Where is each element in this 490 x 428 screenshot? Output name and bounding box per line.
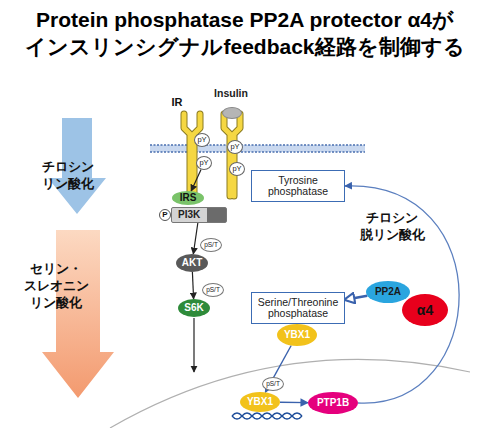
node-text: P (162, 211, 167, 219)
nuclear-membrane (110, 359, 470, 428)
diagram-title: Protein phosphatase PP2A protector α4が イ… (0, 6, 490, 60)
membrane-edge (150, 144, 365, 146)
signal-arrow (345, 186, 459, 403)
phospho-tyrosine: pY (227, 140, 243, 154)
phospho-ser-thr: pS/T (262, 377, 284, 391)
process-label: チロシン 脱リン酸化 (356, 210, 428, 243)
node-text: pS/T (206, 287, 220, 294)
dna-helix (232, 413, 302, 419)
phospho-tyrosine: pY (229, 162, 245, 176)
node-text: S6K (184, 303, 203, 314)
node-text: PTP1B (317, 398, 349, 409)
protein-oval: PTP1B (308, 392, 358, 414)
node-text: pY (230, 143, 239, 151)
kinase-box: PI3K (171, 207, 227, 223)
protein-oval: PP2A (366, 281, 410, 303)
protein-oval: YBX1 (240, 392, 280, 412)
node-text: α4 (417, 303, 433, 318)
phospho-tyrosine: pY (194, 133, 210, 147)
insulin-ligand: Insulin (208, 88, 254, 122)
protein-oval: AKT (176, 254, 208, 272)
signal-arrow (193, 223, 198, 254)
process-label: セリン・ スレオニン リン酸化 (16, 260, 96, 311)
node-text: PP2A (375, 287, 401, 298)
phosphatase-box: Serine/Threonine phosphatase (251, 292, 345, 324)
signal-arrow (191, 169, 201, 191)
node-text: pS/T (204, 242, 218, 249)
insulin-receptor (184, 114, 240, 196)
node-text: YBX1 (284, 330, 310, 341)
signal-arrow (280, 402, 308, 404)
node-text: Tyrosine phosphatase (254, 175, 342, 197)
node-text: pY (232, 165, 241, 173)
node-text: AKT (182, 258, 203, 269)
protein-oval: S6K (178, 299, 210, 317)
membrane (150, 145, 365, 152)
signal-arrow (192, 272, 193, 299)
phosphatase-box: Tyrosine phosphatase (251, 170, 345, 202)
phospho-ser-thr: pS/T (200, 238, 222, 252)
node-text: pY (199, 159, 208, 167)
process-label: チロシン リン酸化 (38, 158, 98, 192)
node-text: YBX1 (247, 397, 273, 408)
node-text: pY (197, 136, 206, 144)
signal-arrow (193, 318, 194, 372)
node-text: PI3K (178, 210, 200, 221)
signal-arrow (265, 346, 291, 393)
phospho-ser-thr: pS/T (202, 283, 224, 297)
protein-oval: YBX1 (277, 324, 317, 346)
node-text: IRS (180, 193, 197, 204)
ligand-label: Insulin (208, 88, 254, 99)
insulin-molecule (222, 107, 242, 119)
protein-oval: IRS (172, 191, 204, 205)
receptor-label: IR (166, 95, 188, 110)
node-text: pS/T (266, 381, 280, 388)
phospho-tyrosine: pY (196, 156, 212, 170)
node-text: Serine/Threonine phosphatase (254, 297, 342, 319)
phospho-circle: P (159, 209, 171, 221)
protein-oval: α4 (402, 294, 448, 326)
serine-arrow (42, 230, 114, 398)
signal-arrow (345, 296, 367, 300)
membrane-edge (150, 151, 365, 153)
